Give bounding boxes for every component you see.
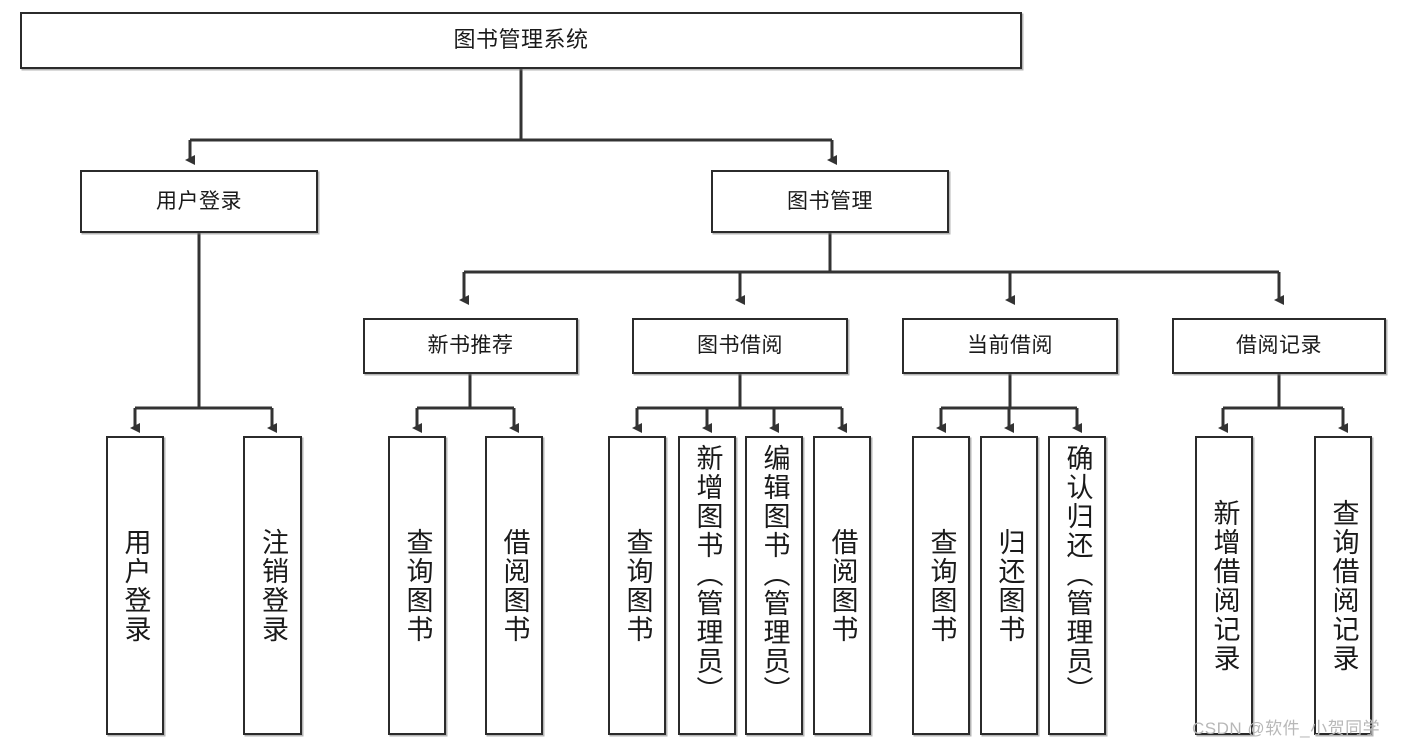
node-label: 归还图书	[994, 527, 1025, 644]
node-book-borrow[interactable]: 图书借阅	[632, 318, 848, 374]
node-root-book-management-system[interactable]: 图书管理系统	[20, 12, 1022, 69]
node-label: 图书管理	[787, 189, 873, 213]
node-label: 确认归还（管理员）	[1062, 444, 1093, 705]
node-label: 借阅图书	[499, 527, 530, 644]
leaf-confirm-return-admin[interactable]: 确认归还（管理员）	[1048, 436, 1106, 735]
node-label: 查询借阅记录	[1328, 498, 1359, 673]
leaf-edit-book-admin[interactable]: 编辑图书（管理员）	[745, 436, 803, 735]
node-label: 编辑图书（管理员）	[759, 444, 790, 705]
leaf-query-book-recommend[interactable]: 查询图书	[388, 436, 446, 735]
leaf-query-borrow-record[interactable]: 查询借阅记录	[1314, 436, 1372, 735]
node-label: 借阅图书	[827, 527, 858, 644]
node-label: 当前借阅	[967, 334, 1053, 358]
node-label: 查询图书	[402, 527, 433, 644]
leaf-borrow-book[interactable]: 借阅图书	[813, 436, 871, 735]
leaf-query-book-current[interactable]: 查询图书	[912, 436, 970, 735]
leaf-return-book[interactable]: 归还图书	[980, 436, 1038, 735]
node-book-management[interactable]: 图书管理	[711, 170, 949, 233]
node-new-book-recommend[interactable]: 新书推荐	[363, 318, 578, 374]
leaf-borrow-book-recommend[interactable]: 借阅图书	[485, 436, 543, 735]
node-label: 借阅记录	[1236, 334, 1322, 358]
node-label: 用户登录	[156, 189, 242, 213]
node-label: 查询图书	[622, 527, 653, 644]
leaf-add-borrow-record[interactable]: 新增借阅记录	[1195, 436, 1253, 735]
node-label: 图书借阅	[697, 334, 783, 358]
node-label: 图书管理系统	[453, 27, 589, 53]
node-label: 查询图书	[926, 527, 957, 644]
node-borrow-record[interactable]: 借阅记录	[1172, 318, 1386, 374]
leaf-query-book-borrow[interactable]: 查询图书	[608, 436, 666, 735]
node-user-login[interactable]: 用户登录	[80, 170, 318, 233]
node-label: 新书推荐	[427, 334, 514, 358]
watermark: CSDN @软件_小贺同学	[1192, 719, 1381, 738]
leaf-user-login[interactable]: 用户登录	[106, 436, 164, 735]
node-label: 注销登录	[258, 527, 288, 644]
node-label: 新增借阅记录	[1209, 498, 1240, 673]
node-label: 用户登录	[120, 527, 151, 644]
leaf-add-book-admin[interactable]: 新增图书（管理员）	[678, 436, 736, 735]
node-current-borrow[interactable]: 当前借阅	[902, 318, 1118, 374]
leaf-logout-login[interactable]: 注销登录	[243, 436, 302, 735]
node-label: 新增图书（管理员）	[692, 444, 723, 705]
